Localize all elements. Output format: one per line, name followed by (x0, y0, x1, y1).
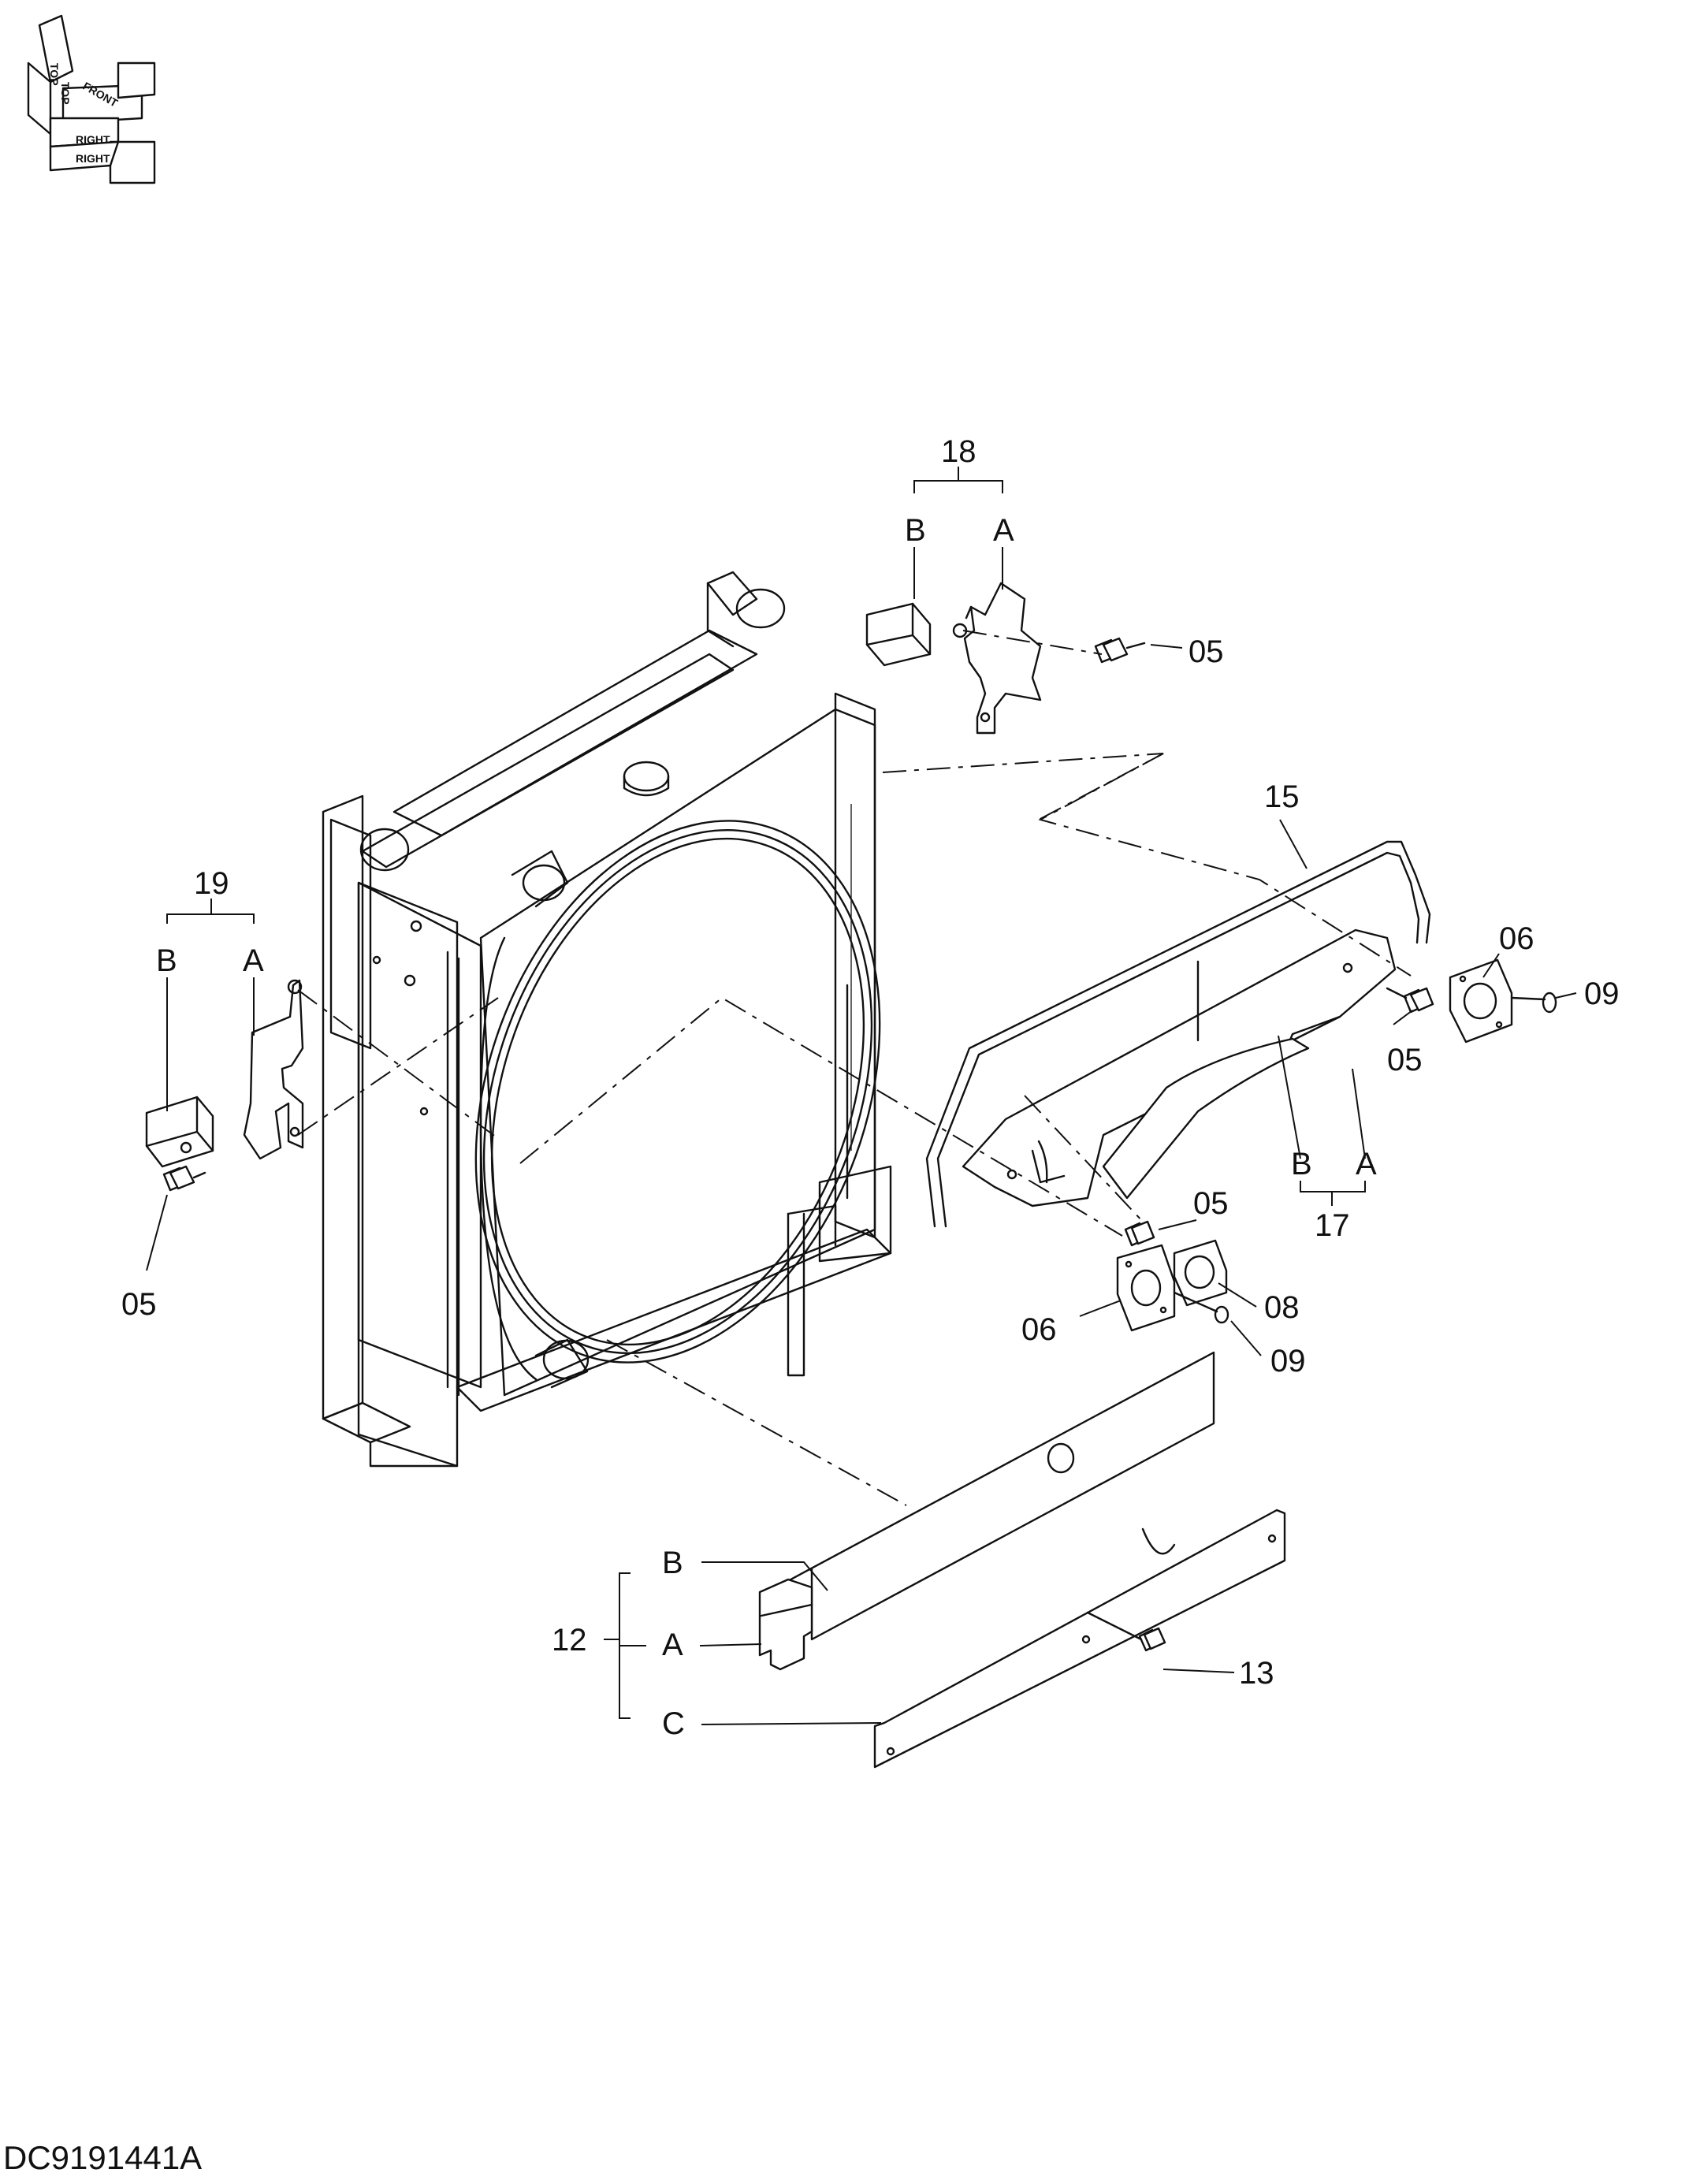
alignment-lines (297, 630, 1412, 1506)
callout-12-c: C (662, 1706, 685, 1741)
callout-09-right: 09 (1584, 977, 1620, 1011)
bolt-05-left (162, 1165, 206, 1192)
callout-18: 18 (941, 434, 976, 469)
callout-12: 12 (552, 1623, 587, 1658)
callout-leaders (146, 467, 1577, 1725)
callout-05-mid: 05 (1387, 1043, 1423, 1077)
part-06-plate-low (1116, 1244, 1176, 1332)
callout-12-b: B (662, 1546, 683, 1580)
callout-17: 17 (1315, 1208, 1350, 1243)
part-18-bracket (865, 582, 1042, 735)
callout-15: 15 (1264, 779, 1300, 814)
bolt-05-mid (1386, 987, 1434, 1014)
callout-05-top: 05 (1189, 634, 1224, 669)
part-06-plate-right (1449, 958, 1513, 1044)
orientation-top-label: TOP (48, 63, 61, 86)
bolt-05-top (1094, 637, 1146, 664)
callout-08: 08 (1264, 1290, 1300, 1325)
pin-09-low (1173, 1291, 1229, 1324)
orientation-icon: TOP TOP FRONT RIGHT RIGHT (27, 14, 156, 184)
part-15-seal (925, 840, 1431, 1228)
callout-18-b: B (905, 513, 926, 548)
orientation-right-label-2: RIGHT (76, 152, 110, 165)
callout-13: 13 (1239, 1656, 1274, 1691)
radiator-assembly (322, 571, 892, 1468)
orientation-top-label-2: TOP (59, 82, 72, 105)
drawing-number: DC9191441A (3, 2139, 202, 2176)
bolt-13 (1086, 1611, 1166, 1652)
part-17-shroud (962, 928, 1397, 1207)
callout-19: 19 (194, 866, 229, 901)
part-12-seal-a (758, 1578, 813, 1671)
callout-17-a: A (1356, 1147, 1377, 1181)
callout-05-left: 05 (121, 1287, 157, 1322)
bolt-05-low (1124, 1220, 1155, 1247)
callout-06-low: 06 (1021, 1312, 1057, 1347)
callout-06-right: 06 (1499, 921, 1534, 956)
callout-05-low: 05 (1193, 1186, 1229, 1221)
callout-17-b: B (1291, 1147, 1312, 1181)
callout-12-a: A (662, 1628, 683, 1662)
part-12-plate-c (873, 1509, 1286, 1769)
callout-09-low: 09 (1270, 1344, 1306, 1378)
callout-labels: 18 B A 05 15 19 B A 05 06 09 05 B A 17 0… (121, 434, 1620, 1741)
pin-09-right (1510, 992, 1557, 1014)
callout-19-a: A (243, 943, 264, 978)
callout-18-a: A (993, 513, 1014, 548)
orientation-right-label: RIGHT (76, 133, 110, 146)
part-19-bracket (145, 979, 304, 1168)
part-08-plate (1173, 1239, 1228, 1307)
callout-19-b: B (156, 943, 177, 978)
